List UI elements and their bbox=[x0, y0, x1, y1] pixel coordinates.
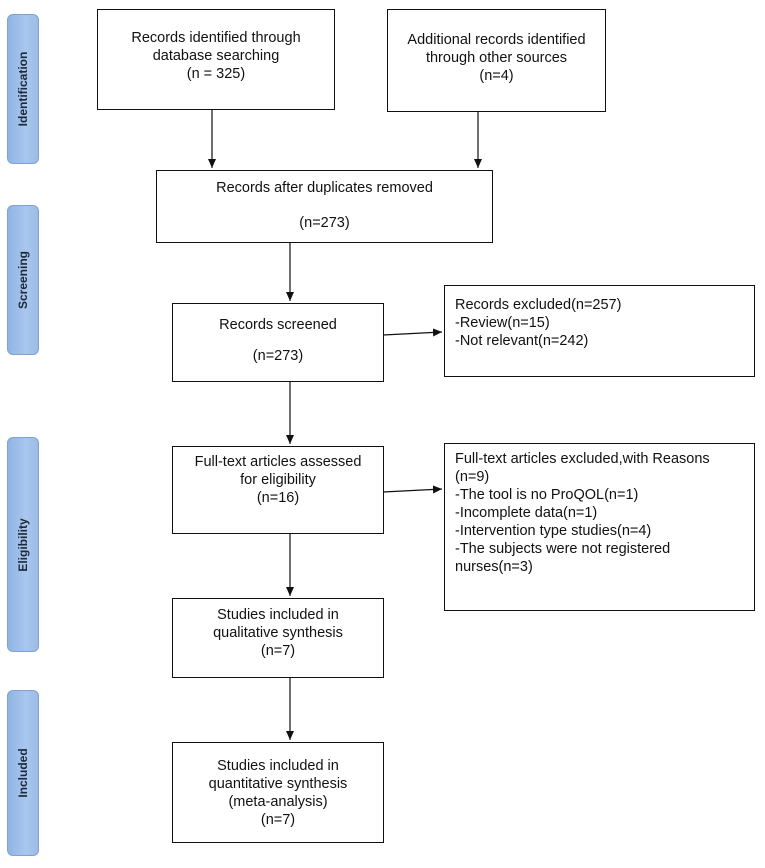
box-fulltext-excluded: Full-text articles excluded,with Reasons… bbox=[444, 443, 755, 611]
box-database-search: Records identified through database sear… bbox=[97, 9, 335, 110]
box-fulltext-assessed: Full-text articles assessed for eligibil… bbox=[172, 446, 384, 534]
fulltext-line2: for eligibility bbox=[240, 472, 316, 488]
qualitative-line2: qualitative synthesis bbox=[213, 625, 343, 641]
arrow-fulltext-to-excluded bbox=[382, 485, 443, 494]
arrow-screened-to-excluded bbox=[382, 328, 443, 337]
other-line1: Additional records identified bbox=[407, 32, 586, 48]
fulltext-line3: (n=16) bbox=[256, 490, 300, 506]
box-other-sources: Additional records identified through ot… bbox=[387, 9, 606, 112]
database-line2: database searching bbox=[152, 48, 280, 64]
fulltext-excluded-line4: -Incomplete data(n=1) bbox=[455, 505, 598, 521]
phase-identification: Identification bbox=[7, 14, 39, 164]
quantitative-line3: (meta-analysis) bbox=[228, 794, 328, 810]
qualitative-line3: (n=7) bbox=[260, 643, 296, 659]
phase-screening: Screening bbox=[7, 205, 39, 355]
quantitative-line4: (n=7) bbox=[260, 812, 296, 828]
screened-line2: (n=273) bbox=[252, 348, 304, 364]
fulltext-excluded-line6: -The subjects were not registered bbox=[455, 541, 671, 557]
excluded-line2: -Review(n=15) bbox=[455, 315, 550, 331]
box-quantitative-synthesis: Studies included in quantitative synthes… bbox=[172, 742, 384, 843]
box-qualitative-synthesis: Studies included in qualitative synthesi… bbox=[172, 598, 384, 678]
phase-eligibility: Eligibility bbox=[7, 437, 39, 652]
phase-included: Included bbox=[7, 690, 39, 856]
fulltext-line1: Full-text articles assessed bbox=[194, 454, 362, 470]
fulltext-excluded-line3: -The tool is no ProQOL(n=1) bbox=[455, 487, 639, 503]
database-line3: (n = 325) bbox=[186, 66, 246, 82]
box-records-screened: Records screened (n=273) bbox=[172, 303, 384, 382]
box-duplicates-removed: Records after duplicates removed (n=273) bbox=[156, 170, 493, 243]
quantitative-line1: Studies included in bbox=[217, 758, 339, 774]
other-line2: through other sources bbox=[425, 50, 568, 66]
excluded-line3: -Not relevant(n=242) bbox=[455, 333, 589, 349]
fulltext-excluded-line2: (n=9) bbox=[455, 469, 490, 485]
fulltext-excluded-line5: -Intervention type studies(n=4) bbox=[455, 523, 652, 539]
screened-line1: Records screened bbox=[219, 317, 337, 333]
other-line3: (n=4) bbox=[479, 68, 514, 84]
duplicates-line2: (n=273) bbox=[299, 215, 350, 231]
quantitative-line2: quantitative synthesis bbox=[208, 776, 348, 792]
duplicates-line1: Records after duplicates removed bbox=[216, 180, 433, 196]
qualitative-line1: Studies included in bbox=[217, 607, 339, 623]
database-line1: Records identified through bbox=[131, 30, 301, 46]
excluded-line1: Records excluded(n=257) bbox=[455, 297, 622, 313]
fulltext-excluded-line7: nurses(n=3) bbox=[455, 559, 533, 575]
fulltext-excluded-line1: Full-text articles excluded,with Reasons bbox=[455, 451, 710, 467]
box-records-excluded: Records excluded(n=257) -Review(n=15) -N… bbox=[444, 285, 755, 377]
